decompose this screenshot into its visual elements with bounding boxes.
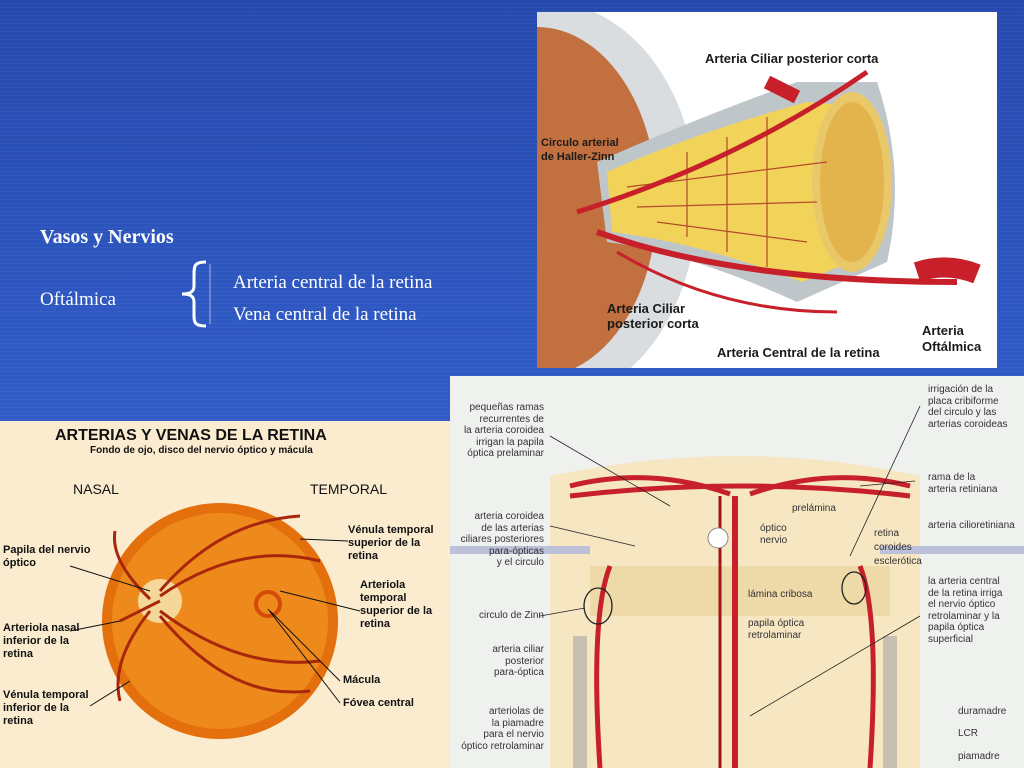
label-venula-inf-3: retina bbox=[3, 715, 33, 727]
item-central-vein: Vena central de la retina bbox=[233, 304, 417, 325]
label-arteriola-sup-2: temporal bbox=[360, 592, 407, 604]
label-oftalmica-1: Arteria bbox=[922, 323, 964, 338]
label-coroides: coroides bbox=[874, 542, 912, 553]
slide-heading: Vasos y Nervios bbox=[40, 226, 174, 248]
label-venula-sup-3: retina bbox=[348, 550, 378, 562]
label-arteriola-sup-1: Arteriola bbox=[360, 579, 406, 591]
label-lamina: lámina cribosa bbox=[748, 589, 813, 600]
label-prelamina: prelámina bbox=[792, 503, 836, 514]
label-circulo-1: Circulo arterial bbox=[541, 137, 619, 149]
label-arteriola-nasal-2: inferior de la bbox=[3, 635, 70, 647]
label-arteriola-nasal-1: Arteriola nasal bbox=[3, 622, 80, 634]
label-venula-inf-2: inferior de la bbox=[3, 702, 70, 714]
fundus-nasal: NASAL bbox=[73, 481, 119, 497]
ophthalmic-label: Oftálmica bbox=[40, 289, 116, 310]
label-central-retina: Arteria Central de la retina bbox=[717, 345, 880, 360]
label-ciliar-corta-top: Arteria Ciliar posterior corta bbox=[705, 51, 879, 66]
label-oftalmica-2: Oftálmica bbox=[922, 339, 982, 354]
fundus-temporal: TEMPORAL bbox=[310, 481, 388, 497]
label-cilioretiniana: arteria cilioretiniana bbox=[928, 520, 1015, 531]
label-fovea: Fóvea central bbox=[343, 697, 414, 709]
label-retina: retina bbox=[874, 528, 900, 539]
label-esclerotica: esclerótica bbox=[874, 556, 922, 567]
label-piamadre-right: piamadre bbox=[958, 751, 1000, 762]
label-lcr: LCR bbox=[958, 728, 979, 739]
label-arteriola-nasal-3: retina bbox=[3, 648, 33, 660]
label-venula-sup-1: Vénula temporal bbox=[348, 524, 434, 536]
label-duramadre: duramadre bbox=[958, 706, 1007, 717]
label-papila-1: Papila del nervio bbox=[3, 544, 91, 556]
fundus-subtitle: Fondo de ojo, disco del nervio óptico y … bbox=[90, 445, 313, 456]
label-arteriola-sup-3: superior de la bbox=[360, 605, 433, 617]
fundus-title: ARTERIAS Y VENAS DE LA RETINA bbox=[55, 427, 327, 444]
item-central-artery: Arteria central de la retina bbox=[233, 272, 433, 293]
label-ciliar-corta-bottom-2: posterior corta bbox=[607, 316, 699, 331]
label-arteriola-sup-4: retina bbox=[360, 618, 390, 630]
label-ciliar-corta-bottom-1: Arteria Ciliar bbox=[607, 301, 686, 316]
label-macula: Mácula bbox=[343, 674, 381, 686]
label-papila-2: óptico bbox=[3, 557, 36, 569]
label-circulo-2: de Haller-Zinn bbox=[541, 151, 615, 163]
figure-retina-fundus: ARTERIAS Y VENAS DE LA RETINA Fondo de o… bbox=[0, 421, 450, 768]
label-venula-sup-2: superior de la bbox=[348, 537, 421, 549]
curly-brace bbox=[181, 260, 211, 328]
figure-optic-nerve-section: Arteria Ciliar posterior corta Circulo a… bbox=[537, 12, 997, 368]
label-zinn: circulo de Zinn bbox=[478, 610, 544, 621]
label-venula-inf-1: Vénula temporal bbox=[3, 689, 89, 701]
